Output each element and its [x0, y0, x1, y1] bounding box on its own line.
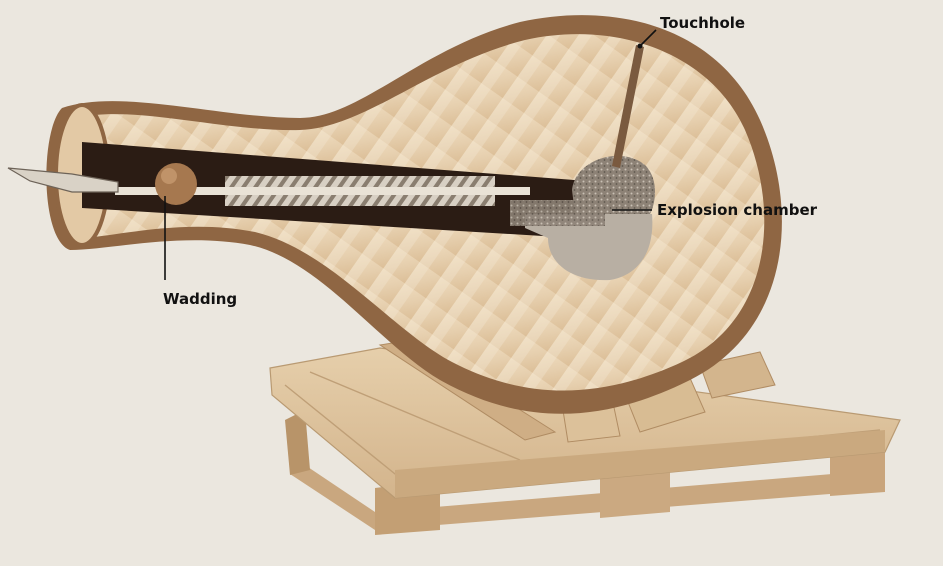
touchhole-leader-dot — [638, 44, 643, 49]
powder-charge — [510, 200, 605, 226]
arrow-fletching-bottom — [225, 195, 495, 206]
wadding-highlight — [161, 168, 177, 184]
wadding-label: Wadding — [163, 290, 237, 308]
touchhole-label: Touchhole — [660, 14, 745, 32]
arrow-fletching-top — [225, 176, 495, 187]
wadding-ball — [155, 163, 197, 205]
explosion-chamber-label: Explosion chamber — [657, 201, 818, 219]
